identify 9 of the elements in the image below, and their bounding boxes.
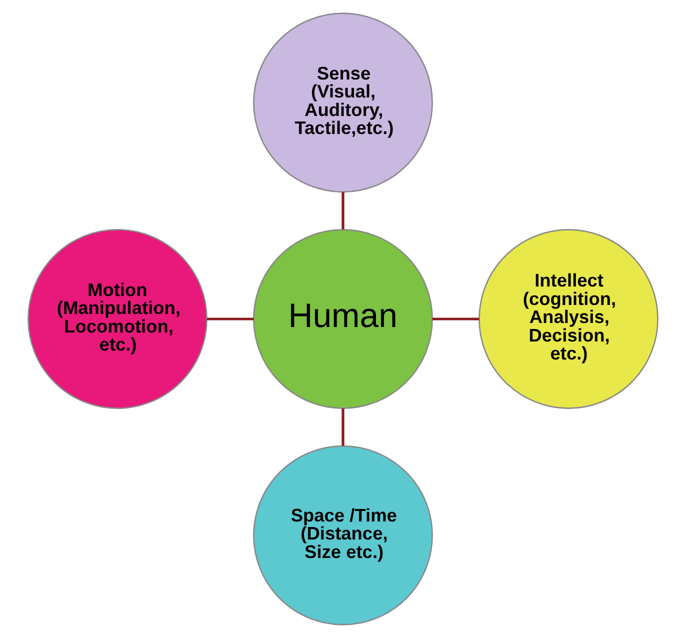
connector [342,192,344,230]
node-circle: Human [253,229,433,409]
connector [206,318,254,320]
connector [432,318,480,320]
node-circle: Intellect (cognition, Analysis, Decision, etc.) [478,229,658,409]
node-circle: Space /Time (Distance, Size etc.) [253,445,433,626]
node-circle: Sense (Visual, Auditory, Tactile,etc.) [253,12,433,193]
connector [342,408,344,446]
node-circle: Motion (Manipulation, Locomotion, etc.) [28,229,208,409]
